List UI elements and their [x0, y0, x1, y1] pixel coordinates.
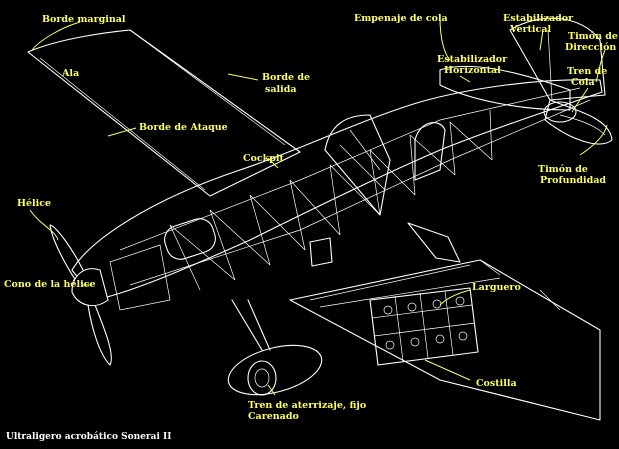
label-empenaje: Empenaje de cola: [354, 13, 448, 24]
label-timon-profundidad-line1: Timón de: [538, 164, 588, 175]
figure-caption: Ultraligero acrobático Sonerai II: [6, 432, 172, 442]
label-estab-horizontal-line2: Horizontal: [444, 65, 501, 76]
propeller: [49, 224, 112, 366]
label-leader-lines: [29, 17, 608, 396]
label-timon-direccion-line2: Dirección: [565, 42, 617, 53]
label-tren-aterrizaje-line2: Carenado: [248, 411, 299, 422]
label-tren-cola-line2: Cola: [571, 77, 595, 88]
left-wing: [27, 29, 301, 197]
label-timon-profundidad-line2: Profundidad: [540, 175, 607, 186]
landing-gear: [227, 299, 323, 396]
label-borde-salida-line1: Borde de: [262, 72, 311, 83]
fuselage: [71, 79, 603, 311]
label-larguero: Larguero: [472, 282, 521, 293]
right-wing-cutaway: [289, 222, 601, 421]
label-timon-direccion-line1: Timón de: [568, 31, 618, 42]
label-tren-aterrizaje-line1: Tren de aterrizaje, fijo: [248, 400, 367, 411]
label-borde-ataque: Borde de Ataque: [139, 122, 228, 133]
label-ala: Ala: [62, 68, 80, 79]
label-cono-helice: Cono de la hélice: [4, 279, 96, 290]
label-cockpit: Cockpit: [243, 153, 284, 164]
label-tren-cola-line1: Tren de: [567, 66, 608, 77]
cockpit-frame: [324, 114, 446, 216]
label-estab-horizontal-line1: Estabilizador: [437, 54, 508, 65]
label-helice: Hélice: [17, 198, 52, 209]
label-borde-salida-line2: salida: [265, 84, 297, 95]
label-costilla: Costilla: [476, 378, 517, 389]
label-estab-vertical-line2: Vertical: [510, 24, 552, 35]
label-estab-vertical-line1: Estabilizador: [503, 13, 574, 24]
spar-rib-detail: [369, 287, 479, 366]
label-borde-marginal: Borde marginal: [42, 14, 126, 25]
